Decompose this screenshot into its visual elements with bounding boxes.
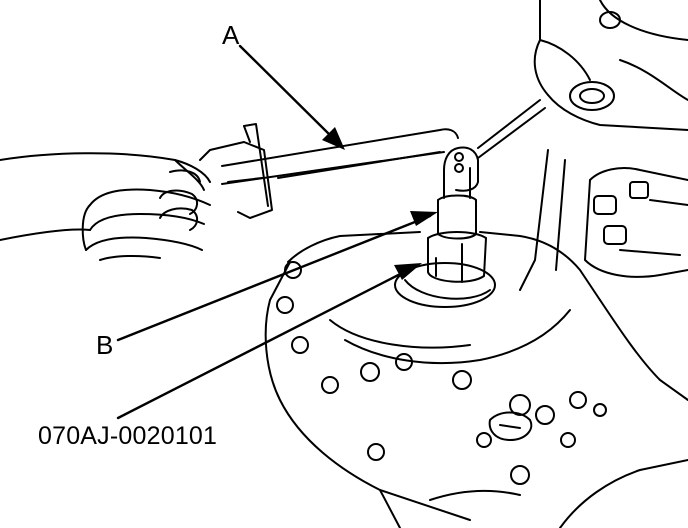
bore-opening	[394, 262, 496, 308]
arrowhead-code	[394, 263, 422, 280]
tool-a-wrench	[199, 99, 546, 219]
arrowhead-a	[322, 127, 345, 150]
callout-label-b: B	[96, 330, 114, 360]
bolt-bosses	[276, 261, 607, 485]
leader-line-b	[116, 214, 432, 342]
leader-lines	[116, 44, 432, 420]
arrowhead-b	[410, 211, 438, 226]
internal-ribs	[519, 149, 688, 291]
callout-label-a: A	[222, 20, 240, 50]
leader-line-code	[116, 266, 414, 420]
figure-code: 070AJ-0020101	[38, 422, 218, 450]
technician-hand	[0, 152, 211, 261]
upper-housing-cover	[533, 0, 688, 131]
transmission-housing	[264, 231, 688, 528]
tool-b-socket	[427, 167, 487, 283]
leader-line-a	[238, 44, 337, 142]
